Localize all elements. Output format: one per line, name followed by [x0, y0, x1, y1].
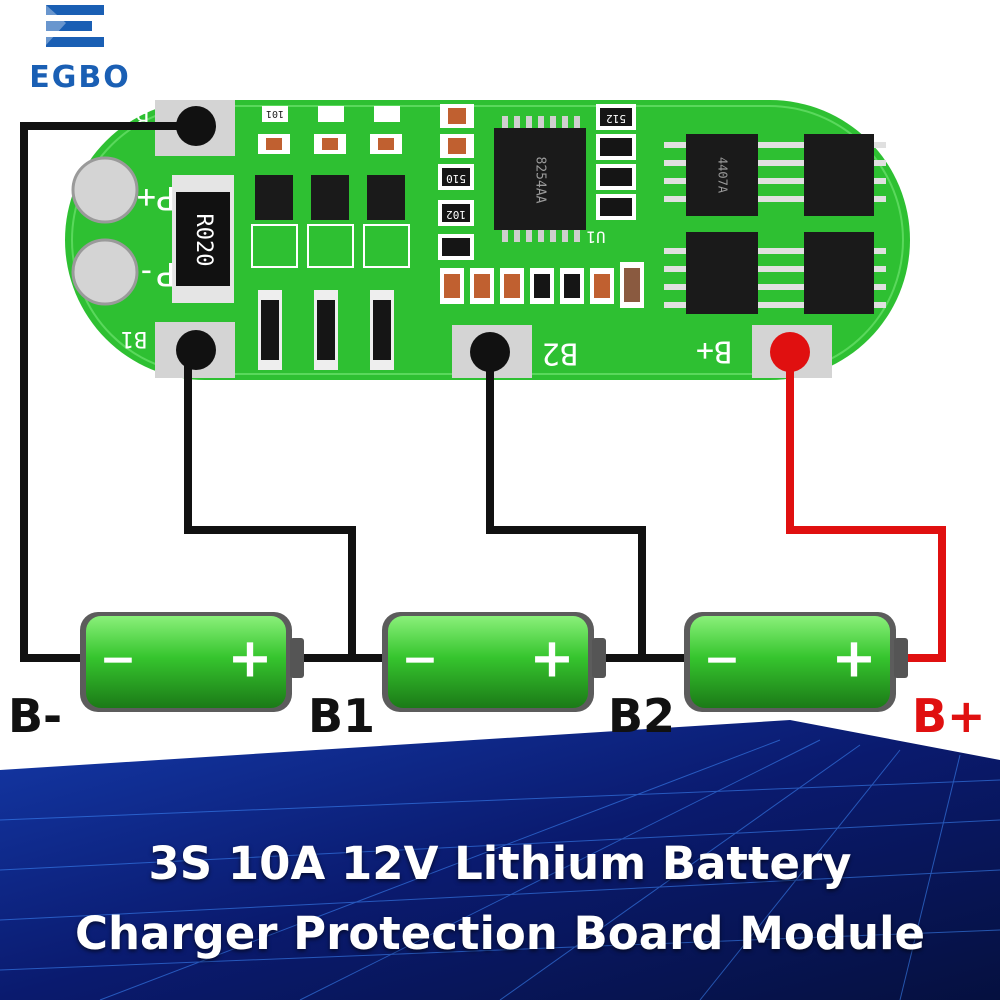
battery-3-minus-sign: −	[704, 634, 741, 685]
mosfets	[664, 134, 886, 314]
label-b-plus: B+	[912, 689, 986, 743]
wire-b-plus	[786, 352, 946, 662]
pad-p-plus	[71, 156, 139, 224]
dot-b-minus	[176, 106, 216, 146]
silk-res-101: 101	[266, 108, 284, 119]
label-b1: B1	[308, 689, 376, 743]
silk-res-512: 512	[606, 112, 626, 125]
brand-name: EGBO	[29, 60, 131, 95]
title-line-1: 3S 10A 12V Lithium Battery	[148, 837, 852, 890]
battery-1-minus-sign: −	[100, 634, 137, 685]
battery-cell-1	[80, 612, 304, 712]
battery-1-plus-sign: +	[227, 627, 272, 690]
wire-b1	[184, 346, 356, 658]
dot-b1	[176, 330, 216, 370]
silk-mosfet: 4407A	[716, 157, 730, 194]
silk-u1: U1	[586, 228, 605, 247]
silk-b2: B2	[542, 336, 578, 371]
passive-components	[438, 104, 644, 308]
component-columns	[251, 106, 410, 370]
silk-b1: B1	[121, 326, 148, 351]
silk-ic-text: 8254AA	[533, 157, 548, 204]
silk-res-510: 510	[446, 172, 466, 185]
title-line-2: Charger Protection Board Module	[74, 907, 926, 960]
dot-b2	[470, 332, 510, 372]
pad-p-minus	[71, 238, 139, 306]
silk-b-plus: B+	[696, 334, 732, 369]
wire-b-minus	[20, 122, 196, 662]
wire-b2	[486, 352, 646, 658]
silk-res-102: 102	[446, 208, 466, 221]
label-b-minus: B-	[8, 689, 63, 743]
silk-shunt: R020	[191, 214, 216, 267]
label-b2: B2	[608, 689, 676, 743]
battery-cell-3	[684, 612, 908, 712]
battery-cell-2	[382, 612, 606, 712]
battery-2-minus-sign: −	[402, 634, 439, 685]
dot-b-plus	[770, 332, 810, 372]
brand-logo-icon	[46, 5, 104, 47]
battery-3-plus-sign: +	[831, 627, 876, 690]
silk-p-minus: P-	[137, 255, 176, 293]
protection-ic	[494, 116, 586, 242]
battery-2-plus-sign: +	[529, 627, 574, 690]
silk-p-plus: P+	[137, 179, 176, 217]
